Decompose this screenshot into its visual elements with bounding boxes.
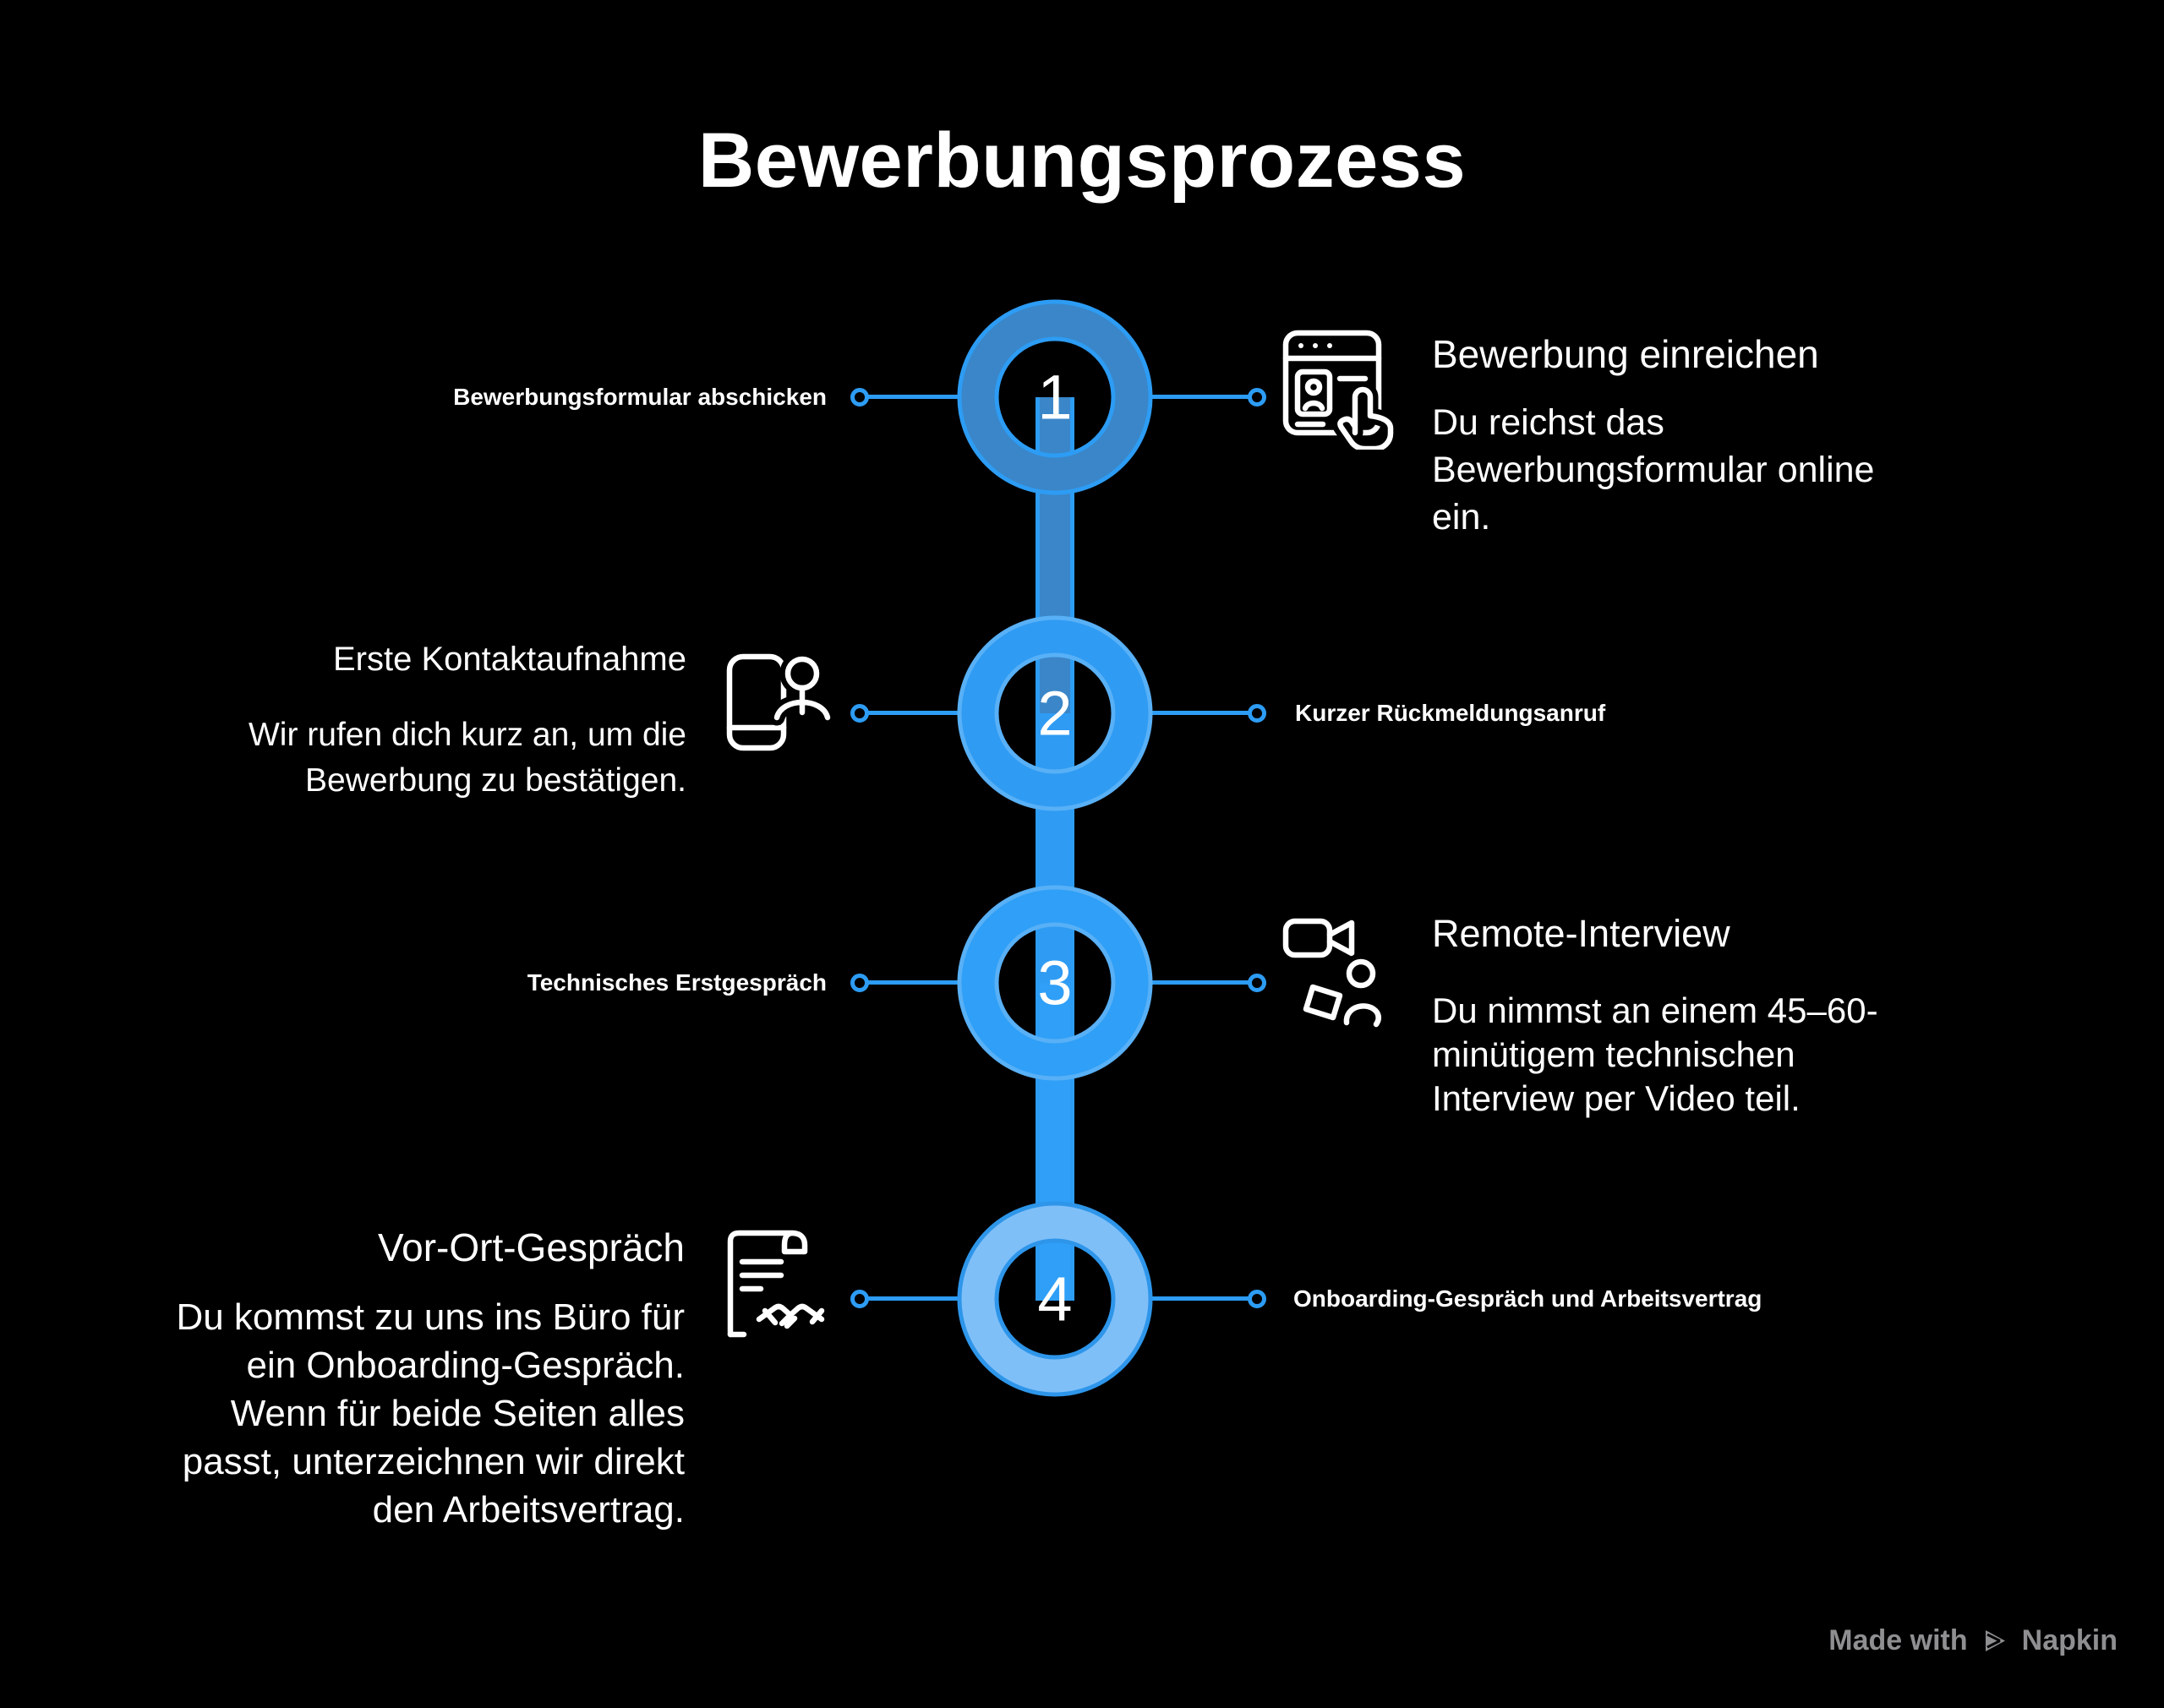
step-3-number: 3 <box>1037 947 1073 1018</box>
step-3-circle <box>957 885 1153 1081</box>
step-2-circle <box>957 615 1153 811</box>
step-4-left-connector <box>862 1296 970 1301</box>
step-4-body-line: ein Onboarding-Gespräch. <box>246 1345 685 1386</box>
step-1-right-dot <box>1248 388 1266 407</box>
step-1-body-line: ein. <box>1432 497 1491 538</box>
step-4-text-block: Vor-Ort-Gespräch Du kommst zu uns ins Bü… <box>176 1224 685 1534</box>
step-4-right-connector <box>1141 1296 1253 1301</box>
step-1-left-dot <box>850 388 869 407</box>
step-2-heading: Erste Kontaktaufnahme <box>332 641 686 678</box>
step-4-heading: Vor-Ort-Gespräch <box>378 1225 685 1269</box>
watermark-made-with: Made with <box>1828 1624 1968 1656</box>
step-2-left-dot <box>850 704 869 723</box>
step-4-body-line: Wenn für beide Seiten alles <box>230 1393 685 1434</box>
timeline-spine-segment-1 <box>1036 397 1074 715</box>
step-4-right-dot <box>1248 1290 1266 1308</box>
step-1-body: Du reichst das Bewerbungsformular online… <box>1432 399 1874 541</box>
step-1-heading: Bewerbung einreichen <box>1432 332 1819 376</box>
step-3-left-connector <box>862 980 970 985</box>
step-1-left-connector <box>862 395 970 399</box>
step-2-body-line: Wir rufen dich kurz an, um die <box>248 717 686 753</box>
step-4-left-dot <box>850 1290 869 1308</box>
watermark-brand: Napkin <box>2021 1624 2118 1656</box>
step-2-body: Wir rufen dich kurz an, um die Bewerbung… <box>249 712 686 804</box>
step-3-body-line: Du nimmst an einem 45–60- <box>1432 990 1878 1030</box>
step-2-text-block: Erste Kontaktaufnahme Wir rufen dich kur… <box>249 639 686 804</box>
step-3-label: Technisches Erstgespräch <box>527 969 827 996</box>
step-2-label: Kurzer Rückmeldungsanruf <box>1295 700 1606 726</box>
step-2-body-line: Bewerbung zu bestätigen. <box>305 762 686 799</box>
step-1-circle <box>957 299 1153 495</box>
step-4-number: 4 <box>1037 1263 1073 1334</box>
step-3-body-line: minütigem technischen <box>1432 1034 1795 1074</box>
step-3-body: Du nimmst an einem 45–60- minütigem tech… <box>1432 989 1878 1121</box>
step-3-right-connector <box>1141 980 1253 985</box>
step-2-right-connector <box>1141 711 1253 715</box>
step-4-body-line: den Arbeitsvertrag. <box>372 1489 685 1531</box>
step-3-heading: Remote-Interview <box>1432 912 1730 955</box>
step-4-body-line: Du kommst zu uns ins Büro für <box>176 1296 685 1338</box>
step-3-body-line: Interview per Video teil. <box>1432 1078 1801 1118</box>
step-3-left-dot <box>850 974 869 992</box>
step-1-label: Bewerbungsformular abschicken <box>453 384 827 410</box>
step-4-body-line: passt, unterzeichnen wir direkt <box>182 1441 685 1482</box>
step-2-number: 2 <box>1037 678 1073 749</box>
video-interview-icon <box>1282 918 1387 1032</box>
step-1-body-line: Bewerbungsformular online <box>1432 450 1875 490</box>
watermark: Made with Napkin <box>1828 1624 2118 1657</box>
diagram-title: Bewerbungsprozess <box>697 117 1467 204</box>
step-1-number: 1 <box>1037 362 1073 433</box>
timeline-spine-segment-3 <box>1036 983 1074 1301</box>
contract-handshake-icon <box>727 1230 830 1338</box>
timeline-spine-segment-2 <box>1036 713 1074 985</box>
step-2-left-connector <box>862 711 970 715</box>
step-2-right-dot <box>1248 704 1266 723</box>
application-form-icon <box>1282 330 1399 450</box>
step-3-right-dot <box>1248 974 1266 992</box>
step-4-label: Onboarding-Gespräch und Arbeitsvertrag <box>1293 1285 1762 1312</box>
step-4-body: Du kommst zu uns ins Büro für ein Onboar… <box>176 1293 685 1534</box>
step-1-body-line: Du reichst das <box>1432 402 1664 443</box>
phone-contact-icon <box>726 651 833 751</box>
step-4-circle <box>957 1201 1153 1397</box>
napkin-logo-icon <box>1985 1629 2005 1651</box>
step-1-right-connector <box>1141 395 1253 399</box>
